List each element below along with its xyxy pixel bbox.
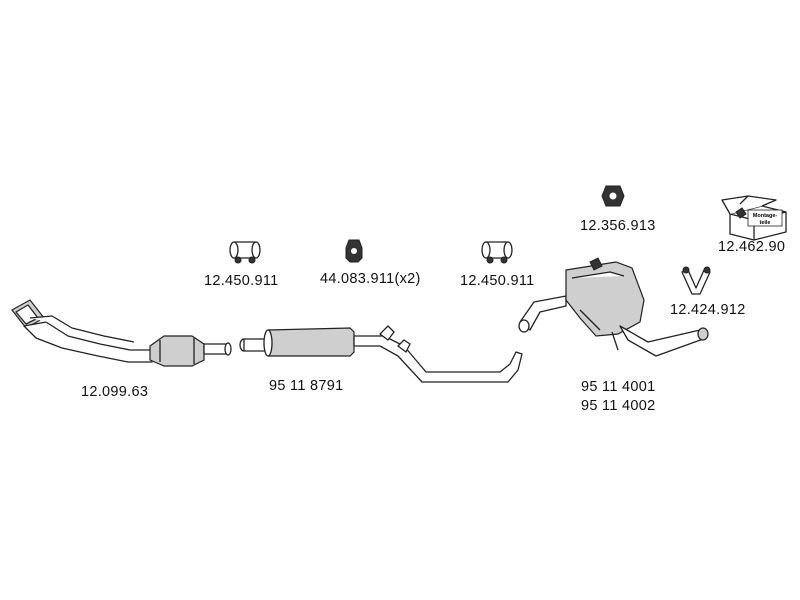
- label-rear-mount: 12.356.913: [580, 218, 656, 234]
- label-bracket: 12.424.912: [670, 302, 746, 318]
- label-clamp-1: 12.450.911: [204, 273, 279, 289]
- label-fitting-kit: 12.462.90: [718, 239, 786, 255]
- label-downpipe-cat: 12.099.63: [81, 384, 149, 400]
- rear-silencer: [518, 257, 709, 357]
- mounting-bracket: [681, 266, 711, 295]
- label-middle-pipe: 95 11 8791: [269, 378, 344, 394]
- rear-rubber-mount: [601, 185, 625, 207]
- label-rubber-mount: 44.083.911(x2): [320, 271, 421, 287]
- middle-pipe-with-silencer: [239, 325, 523, 383]
- fitting-kit-box-text-1: Montage-: [753, 213, 778, 219]
- label-clamp-2: 12.450.911: [460, 273, 535, 289]
- fitting-kit-box: Montage- teile: [721, 195, 787, 241]
- rubber-mount: [345, 239, 363, 263]
- downpipe-with-catalytic-converter: [11, 299, 232, 367]
- label-rear-silencer-b: 95 11 4002: [581, 398, 656, 414]
- pipe-clamp-2: [481, 241, 513, 264]
- label-rear-silencer-a: 95 11 4001: [581, 379, 656, 395]
- fitting-kit-box-text-2: teile: [759, 220, 770, 226]
- pipe-clamp-1: [229, 241, 261, 264]
